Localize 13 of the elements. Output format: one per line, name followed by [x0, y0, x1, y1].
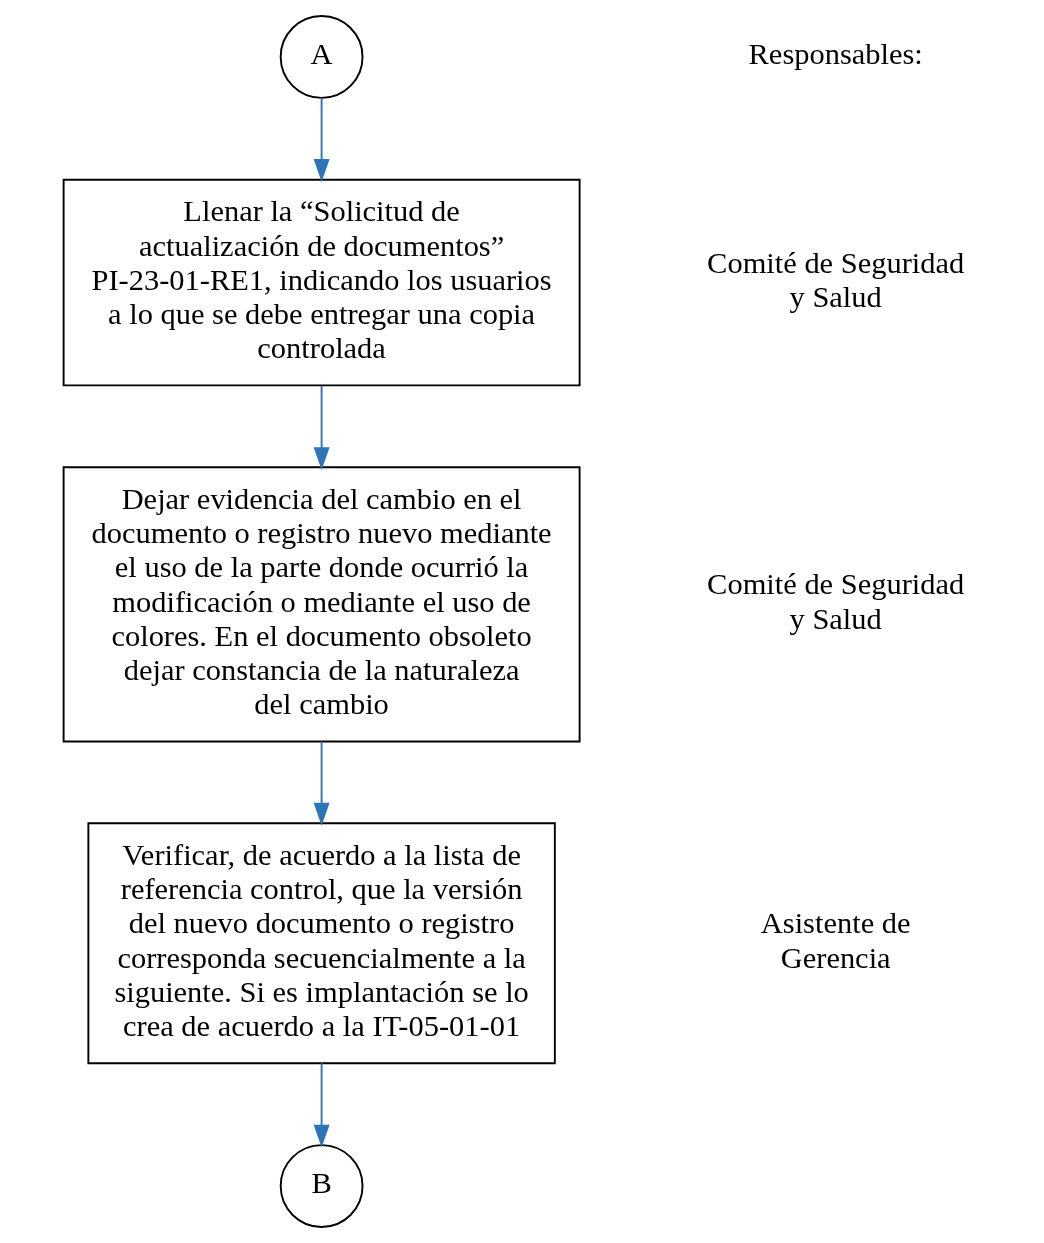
arrow [313, 1062, 330, 1148]
node-box: Dejar evidencia del cambio en el documento o registro nuevo mediante el uso de la parte donde ocurrió la modificación o mediante el uso de colores. En el documento obsoleto dejar constancia de la naturaleza del cambio [62, 466, 581, 743]
label: Asistente de Gerencia [760, 906, 911, 975]
arrow [313, 740, 330, 826]
node-circle: B [279, 1144, 364, 1228]
node-circle: A [279, 15, 364, 99]
label: Comité de Seguridad y Salud [707, 245, 965, 314]
label: Responsables: [748, 37, 923, 72]
node-box: Verificar, de acuerdo a la lista de referencia control, que la versión del nuevo documento o registro corresponda secuencialmente a la siguiente. Si es implantación se lo crea de acuerdo a la IT-05-01-01 [87, 822, 556, 1065]
arrow [313, 97, 330, 182]
node-box: Llenar la “Solicitud de actualización de documentos” PI-23-01-RE1, indicando los usuarios a lo que se debe entregar una copia controlada [62, 178, 581, 387]
arrow [313, 385, 330, 470]
label: Comité de Seguridad y Salud [707, 567, 965, 636]
